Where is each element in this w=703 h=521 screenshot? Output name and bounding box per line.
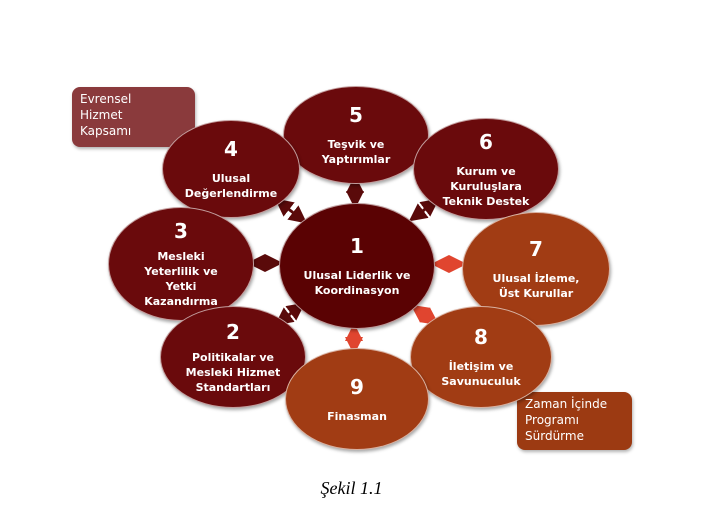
node-number: 9 [350,374,364,399]
node-number: 4 [224,137,238,161]
sustain-program-box: Zaman İçinde Programı Sürdürme [517,392,632,450]
node-number: 3 [174,219,188,243]
arrow-1-4 [274,198,308,224]
node-number: 8 [474,325,488,349]
node-label: Politikalar ve Mesleki Hizmet Standartla… [185,350,281,394]
node-number: 2 [226,319,240,344]
universal-coverage-box: Evrensel Hizmet Kapsamı [72,87,195,147]
node-number: 7 [529,237,543,261]
arrow-1-2 [274,302,306,326]
node-label: Finasman [327,409,387,423]
node-label: Ulusal Değerlendirme [184,172,278,200]
node-label: Ulusal Liderlik ve Koordinasyon [303,269,411,297]
node-number: 1 [350,234,364,258]
node-label: Ulusal İzleme, Üst Kurullar [492,272,580,300]
node-label: Mesleki Yeterlilik ve Yetki Kazandırma [144,250,218,308]
node-label: İletişim ve Savunuculuk [441,360,521,388]
node-label: Kurum ve Kuruluşlara Teknik Destek [442,164,530,208]
node-number: 6 [479,129,493,154]
node-label: Teşvik ve Yaptırımlar [321,138,391,166]
arrow-1-6 [408,198,440,222]
arrow-1-8 [410,304,440,326]
node-number: 5 [349,103,363,127]
figure-caption: Şekil 1.1 [320,478,383,498]
